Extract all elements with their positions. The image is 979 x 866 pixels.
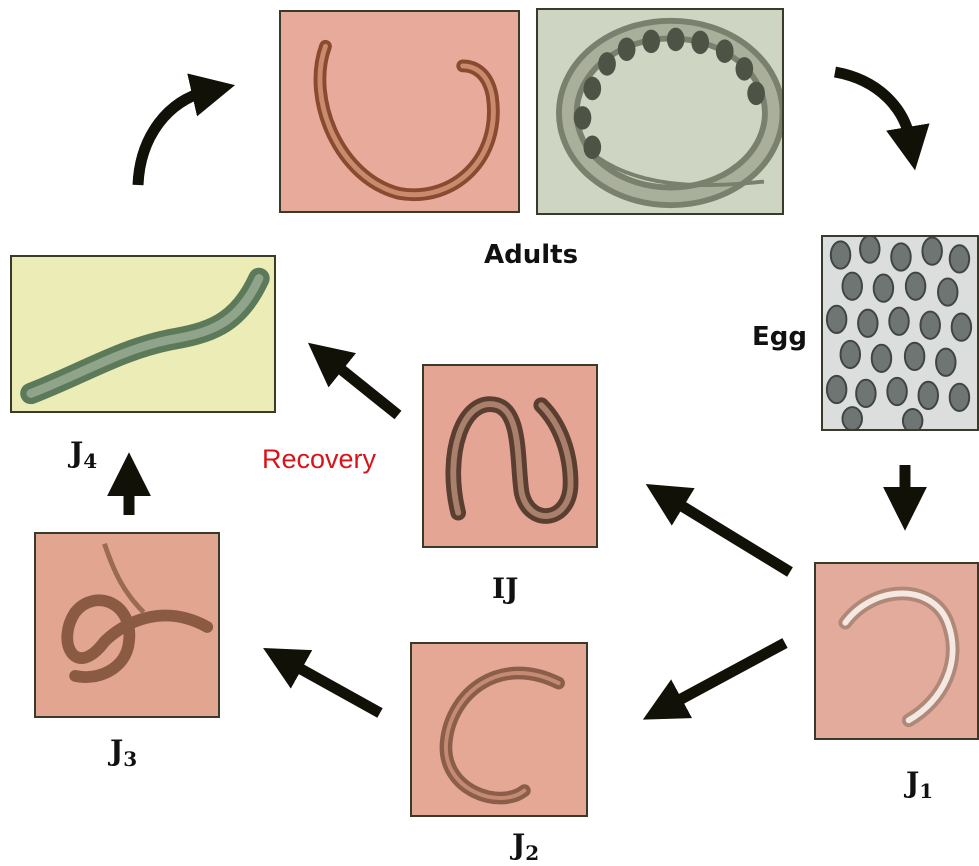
- adults-label: Adults: [484, 240, 578, 270]
- arrow-ij-to-j4: [332, 362, 398, 415]
- j1-label: J1: [906, 766, 933, 803]
- arrow-adults-to-egg: [835, 72, 910, 140]
- j4-label: J4: [70, 436, 97, 473]
- j3-letter: J: [110, 734, 123, 767]
- j3-image: [34, 532, 220, 718]
- adult-female-image: [536, 8, 784, 215]
- j2-letter: J: [512, 828, 525, 861]
- arrow-j2-to-j3: [290, 663, 380, 713]
- j1-letter: J: [906, 766, 919, 799]
- j3-subscript: 3: [123, 747, 137, 771]
- egg-label: Egg: [752, 322, 807, 352]
- egg-image: [821, 235, 979, 431]
- arrow-j1-to-ij: [672, 500, 790, 572]
- j2-label: J2: [512, 828, 539, 865]
- adult-male-image: [279, 10, 520, 213]
- arrow-j1-to-j2: [670, 643, 785, 705]
- j1-image: [814, 562, 979, 740]
- j4-image: [10, 255, 276, 413]
- recovery-label: Recovery: [262, 444, 376, 475]
- j4-letter: J: [70, 436, 83, 469]
- j2-subscript: 2: [525, 841, 539, 865]
- ij-label: IJ: [492, 572, 518, 605]
- j4-subscript: 4: [83, 449, 97, 473]
- ij-image: [422, 364, 598, 548]
- j1-subscript: 1: [919, 779, 933, 803]
- j2-image: [410, 642, 588, 817]
- j3-label: J3: [110, 734, 137, 771]
- arrow-j4-to-adults: [138, 92, 205, 185]
